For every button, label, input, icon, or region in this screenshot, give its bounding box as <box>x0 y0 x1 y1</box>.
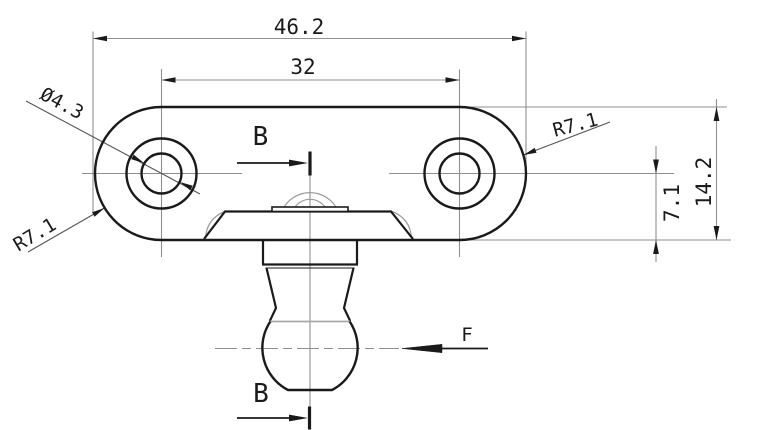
arrow-height-bottom <box>713 226 720 240</box>
plate-outline <box>93 105 528 242</box>
construction-lines <box>82 31 731 407</box>
hole-diameter-leader <box>25 100 201 195</box>
section-top-label: B <box>253 122 269 152</box>
section-mark-bottom <box>237 406 312 430</box>
radius-left-leader <box>27 207 105 253</box>
right-ramp-fillet <box>390 210 413 238</box>
arrow-spacing-right <box>445 77 460 83</box>
left-ramp-fillet <box>204 210 227 238</box>
neck-right-taper <box>342 267 355 322</box>
arrow-holeheight-top <box>653 159 659 174</box>
hidden-detail-lines <box>204 191 413 238</box>
force-label: F <box>461 324 472 346</box>
arrow-diameter-lower <box>180 182 193 191</box>
dim-hole-spacing-label: 32 <box>290 55 315 79</box>
dome-outer-arc <box>281 191 339 212</box>
ball-outline <box>261 320 359 392</box>
force-arrowhead <box>401 344 443 353</box>
dim-hole-height-label: 7.1 <box>660 184 684 222</box>
dim-hole-diameter-label: Ø4.3 <box>36 83 87 124</box>
arrow-width-left <box>93 35 107 42</box>
neck-left-taper <box>265 267 278 322</box>
section-mark-top <box>237 151 312 176</box>
dim-radius-right-label: R7.1 <box>550 109 600 142</box>
section-bottom-arrowhead <box>289 414 308 422</box>
arrow-height-top <box>713 107 720 121</box>
arrow-radius-right <box>523 147 537 155</box>
boss-profile <box>203 210 414 240</box>
left-hole-inner-circle <box>140 152 183 195</box>
arrow-radius-left <box>92 208 105 217</box>
right-hole-outer-circle <box>423 137 496 210</box>
arrow-spacing-left <box>161 77 176 83</box>
dim-overall-width-label: 46.2 <box>274 15 325 39</box>
dim-overall-height-label: 14.2 <box>692 157 716 208</box>
arrow-width-right <box>512 35 526 42</box>
leader-lines <box>25 100 611 253</box>
arrow-holeheight-bottom <box>653 240 659 254</box>
force-arrow <box>401 344 488 353</box>
ball-stud <box>261 241 359 392</box>
section-top-arrowhead <box>289 159 308 167</box>
washer-plate <box>271 206 349 213</box>
section-bottom-label: B <box>253 379 269 409</box>
left-hole-outer-circle <box>125 137 198 210</box>
dome-inner-arc <box>294 198 326 208</box>
radius-right-leader <box>523 121 611 156</box>
arrowheads <box>92 35 720 254</box>
right-hole-inner-circle <box>438 152 481 195</box>
dim-radius-left-label: R7.1 <box>10 214 61 256</box>
arrow-diameter-upper <box>131 154 144 163</box>
